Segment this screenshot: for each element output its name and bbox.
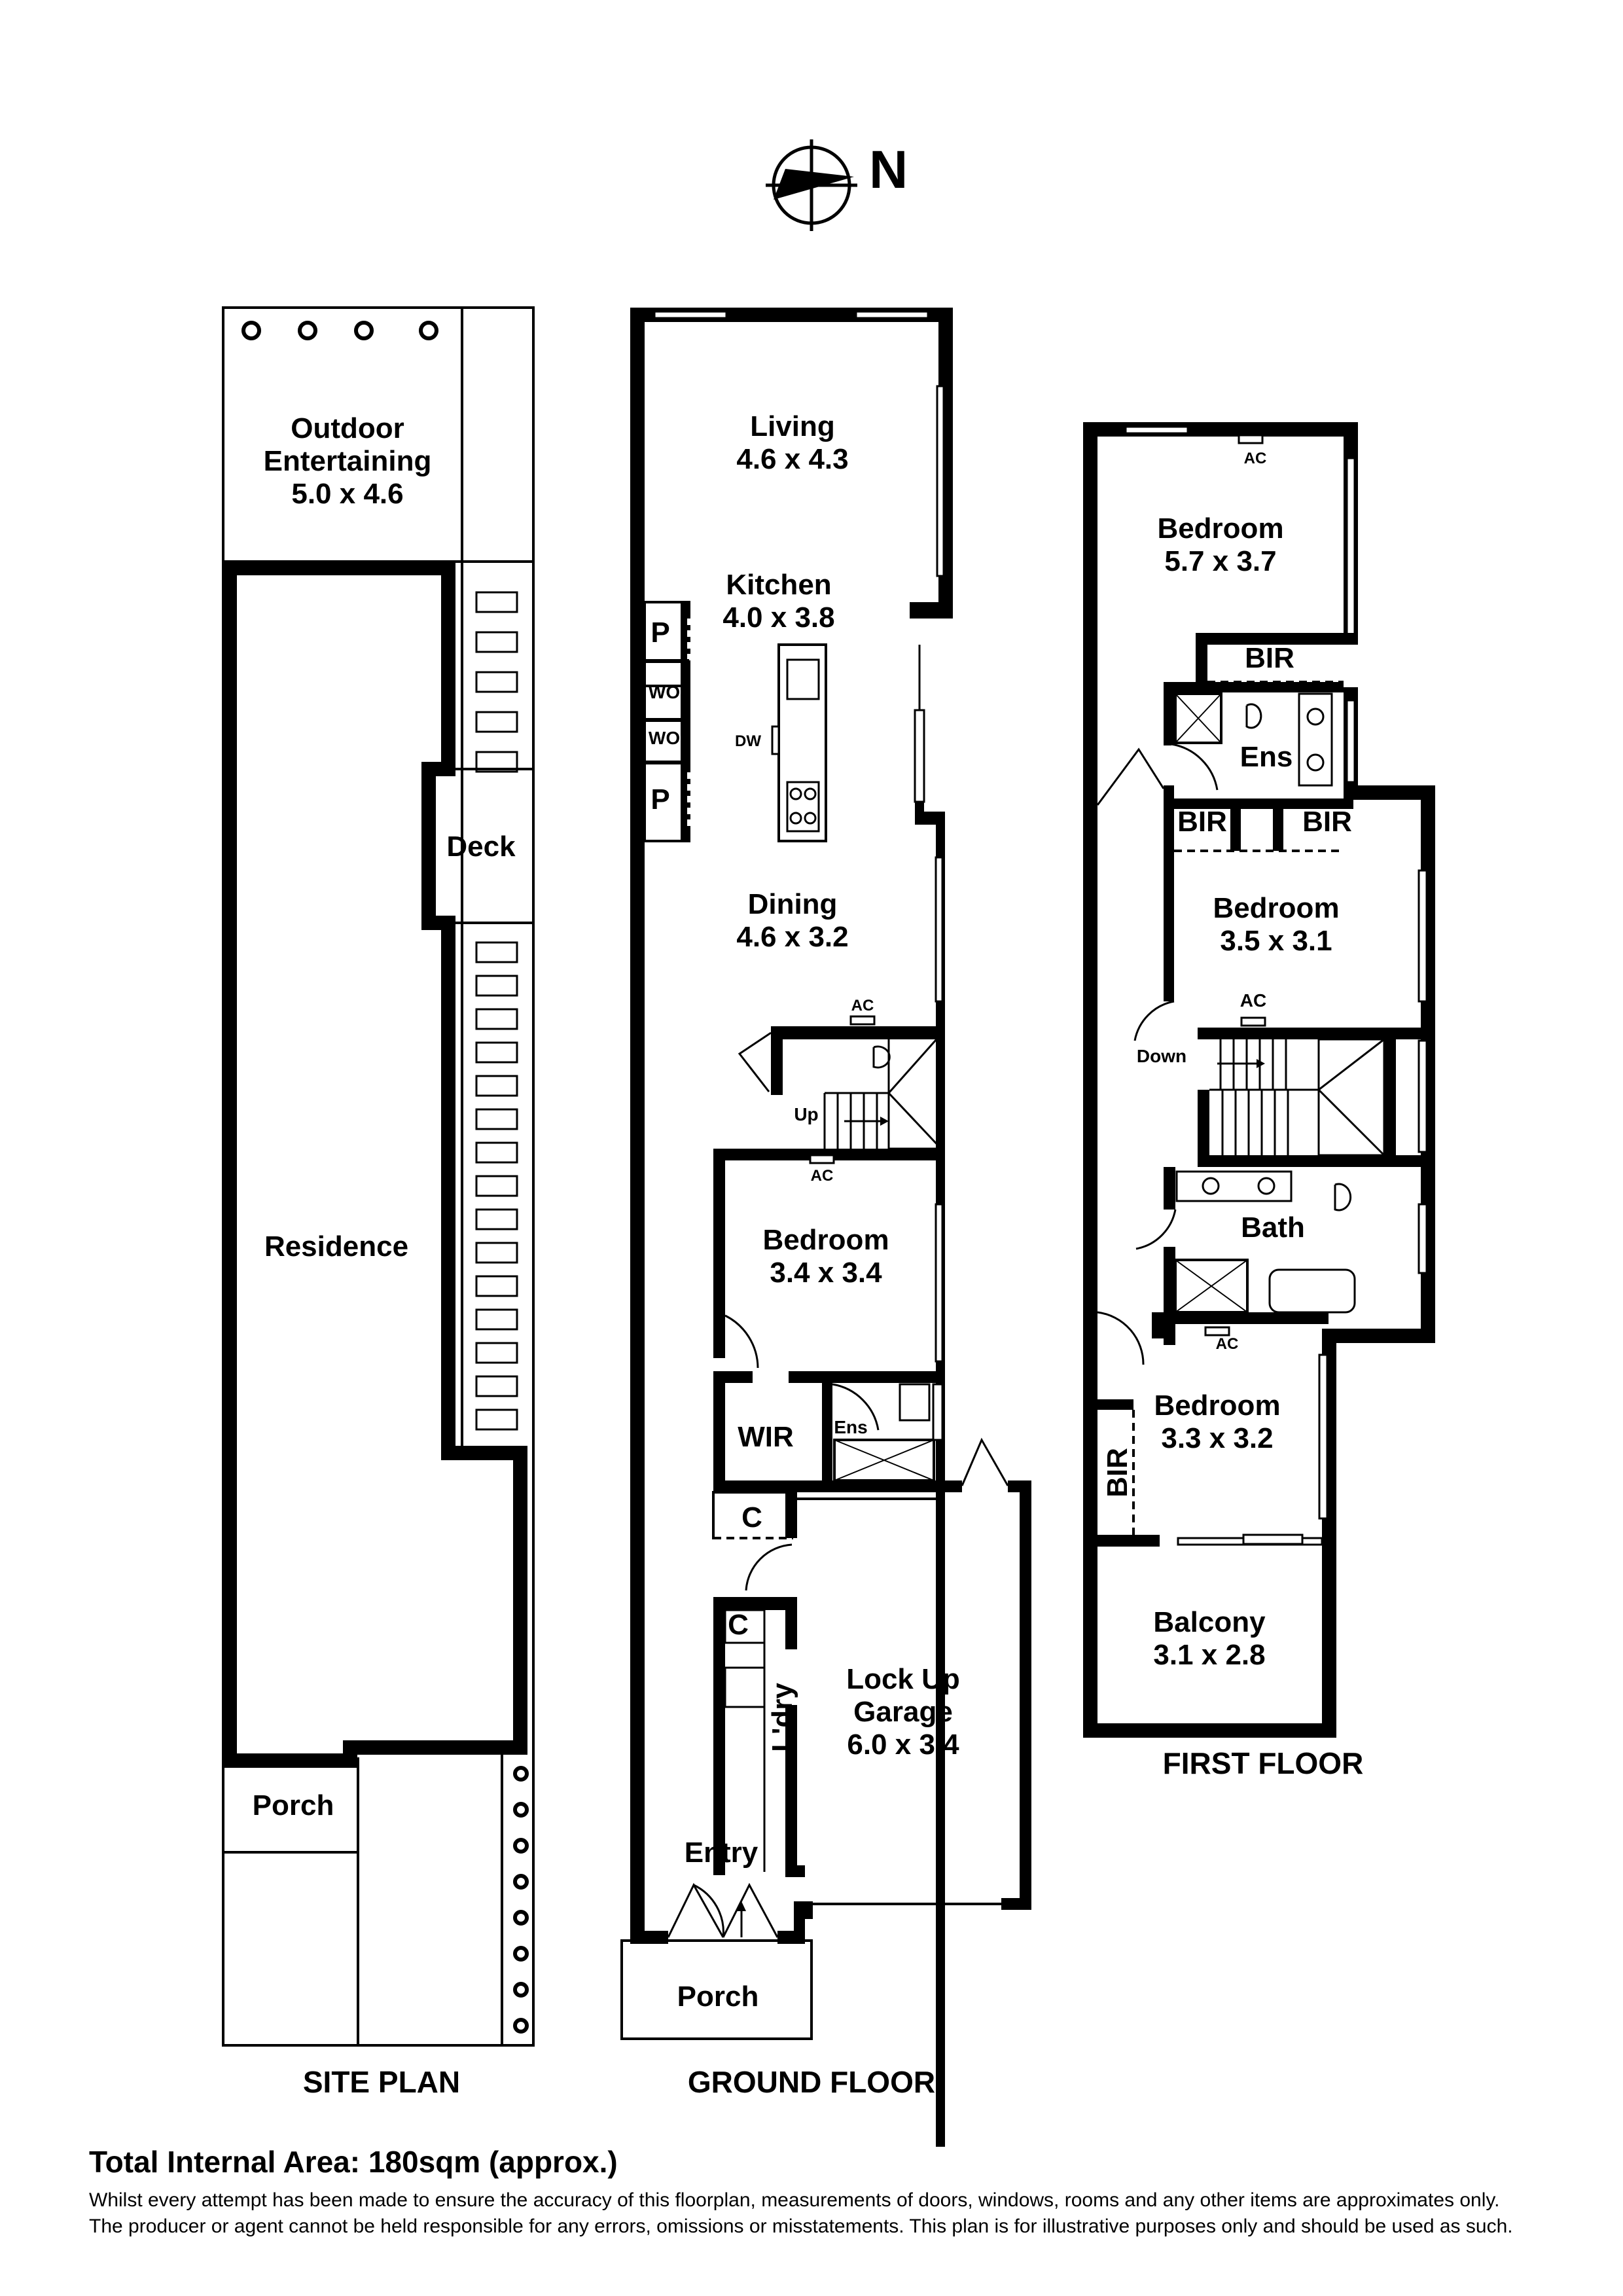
fence-post-icon — [513, 1766, 529, 2034]
gf-wo-label-2: WO — [649, 728, 680, 748]
ff-bath-label: Bath — [1241, 1211, 1305, 1244]
ff-bedroom1-size: 5.7 x 3.7 — [1164, 545, 1276, 577]
gf-dining-size: 4.6 x 3.2 — [736, 921, 848, 953]
shower-icon — [833, 1439, 935, 1482]
ff-bedroom3-size: 3.3 x 3.2 — [1161, 1422, 1273, 1454]
site-plan — [222, 306, 535, 2047]
stairs-icon — [887, 1033, 942, 1150]
gf-pantry-label-1: P — [651, 617, 669, 649]
ff-bir-label-3: BIR — [1302, 806, 1352, 838]
gf-kitchen-name: Kitchen — [726, 569, 831, 601]
solar-panel-icon — [475, 591, 518, 1431]
gf-bedroom-size: 3.4 x 3.4 — [770, 1257, 882, 1289]
ff-balcony-name: Balcony — [1153, 1606, 1266, 1638]
gf-ac-label-2: AC — [811, 1167, 834, 1185]
ff-bir-label-2: BIR — [1177, 806, 1227, 838]
ensuite-vanity-icon — [1298, 692, 1333, 787]
gf-garage-name-1: Lock Up — [846, 1663, 960, 1695]
gf-entry-label: Entry — [685, 1837, 758, 1869]
ensuite-toilet-icon — [1245, 703, 1262, 729]
gf-kitchen-size: 4.0 x 3.8 — [722, 601, 834, 634]
site-plan-caption: SITE PLAN — [303, 2065, 460, 2099]
site-outdoor-name-1: Outdoor — [291, 412, 404, 444]
first-floor-plan — [1083, 422, 1435, 1738]
gf-wo-label-1: WO — [649, 682, 680, 702]
garden-plant-icon — [241, 321, 438, 340]
ff-bedroom2-size: 3.5 x 3.1 — [1220, 925, 1332, 957]
ff-bir-label-1: BIR — [1245, 642, 1294, 674]
disclaimer-line-1: Whilst every attempt has been made to en… — [89, 2189, 1500, 2211]
ff-stairs-down-label: Down — [1137, 1046, 1186, 1066]
ff-bir-label-4: BIR — [1101, 1448, 1133, 1498]
basin-icon — [899, 1383, 931, 1422]
cooktop-icon — [786, 781, 820, 833]
first-floor-caption: FIRST FLOOR — [1163, 1746, 1364, 1780]
gf-ac-label-1: AC — [851, 997, 874, 1014]
ff-ac-label-3: AC — [1216, 1335, 1239, 1353]
gf-ensuite-label: Ens — [834, 1417, 867, 1437]
laundry-tub-icon — [724, 1666, 766, 1708]
ensuite-shower-icon — [1174, 692, 1222, 744]
gf-cupboard-label-2: C — [728, 1609, 749, 1641]
gf-living-name: Living — [750, 410, 835, 442]
disclaimer: Whilst every attempt has been made to en… — [89, 2187, 1513, 2240]
gf-dining-name: Dining — [748, 888, 838, 920]
ff-balcony-size: 3.1 x 2.8 — [1153, 1639, 1265, 1671]
gf-cupboard-label-1: C — [741, 1501, 762, 1534]
gf-pantry-label-2: P — [651, 783, 669, 816]
ground-floor-plan — [620, 308, 1031, 2147]
bath-toilet-icon — [1334, 1183, 1352, 1211]
sink-icon — [786, 658, 820, 700]
gf-bedroom-name: Bedroom — [762, 1224, 889, 1256]
compass-north-label: N — [869, 140, 908, 200]
site-deck-label: Deck — [446, 831, 516, 863]
ff-bedroom1-name: Bedroom — [1157, 512, 1283, 545]
bath-vanity-icon — [1175, 1170, 1293, 1202]
ff-bedroom3-name: Bedroom — [1154, 1390, 1280, 1422]
first-floor-stairs-icon — [1209, 1038, 1385, 1157]
site-residence-label: Residence — [264, 1230, 408, 1263]
ff-ac-label-1: AC — [1244, 450, 1267, 467]
toilet-icon — [872, 1045, 891, 1069]
gf-stairs-up-label: Up — [794, 1104, 818, 1124]
total-internal-area: Total Internal Area: 180sqm (approx.) — [89, 2145, 618, 2179]
gf-garage-size: 6.0 x 3.4 — [847, 1729, 959, 1761]
gf-laundry-label: L'dry — [766, 1683, 798, 1752]
gf-dishwasher-label: DW — [735, 732, 761, 750]
site-outdoor-size: 5.0 x 4.6 — [291, 478, 403, 510]
ff-ensuite-label: Ens — [1240, 741, 1293, 773]
disclaimer-line-2: The producer or agent cannot be held res… — [89, 2215, 1513, 2237]
gf-wir-label: WIR — [738, 1421, 794, 1453]
gf-porch-label: Porch — [677, 1981, 759, 2013]
gf-living-size: 4.6 x 4.3 — [736, 443, 848, 475]
gf-garage-name-2: Garage — [853, 1696, 953, 1728]
ground-floor-caption: GROUND FLOOR — [688, 2065, 935, 2099]
ff-ac-label-2: AC — [1240, 990, 1266, 1011]
site-porch-label: Porch — [253, 1789, 334, 1821]
site-outdoor-name-2: Entertaining — [264, 445, 432, 477]
ff-bedroom2-name: Bedroom — [1213, 892, 1339, 924]
north-compass-icon — [766, 139, 857, 231]
bathtub-icon — [1268, 1268, 1356, 1314]
